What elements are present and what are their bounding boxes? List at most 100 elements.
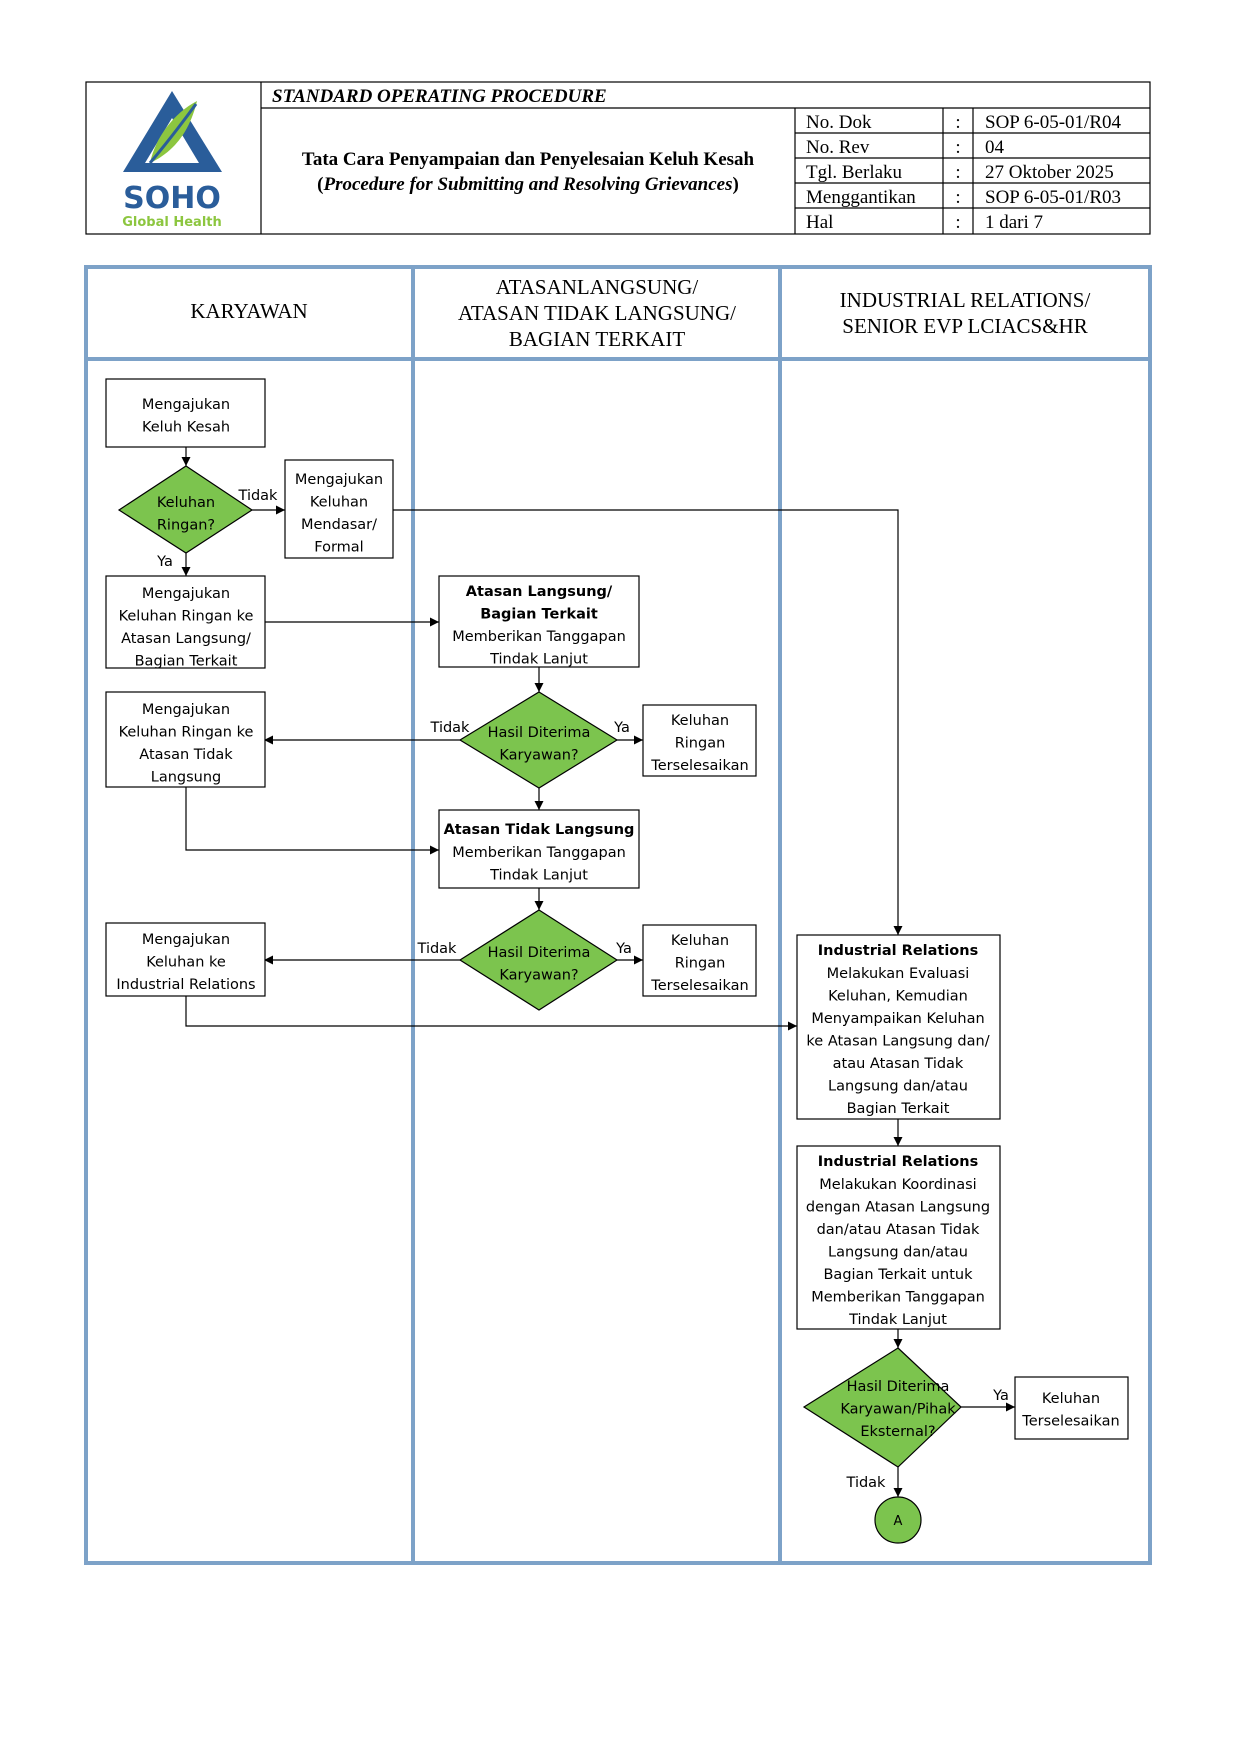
process-indirect-response [438,809,640,889]
node-text-formal: Mengajukan [295,472,383,488]
decision-accepted-2 [458,909,619,1011]
doc-type: STANDARD OPERATING PROCEDURE [272,86,607,107]
node-text-d1: Keluhan [157,495,215,511]
node-text-d1: Ringan? [157,518,215,534]
process-formal-complaint [284,459,394,559]
meta-value: SOP 6-05-01/R04 [985,112,1122,133]
node-text-formal: Mendasar/ [301,517,377,533]
process-direct-response [438,575,640,668]
meta-separator: : [955,112,960,133]
node-text-resolved3: Keluhan [1042,1391,1100,1407]
node-text-d4: Eksternal? [860,1424,935,1440]
node-text-indirect-resp: Memberikan Tanggapan [452,845,626,861]
node-text-direct-resp-bold: Atasan Langsung/ [466,584,613,600]
node-text-indirect-resp-bold: Atasan Tidak Langsung [444,822,635,838]
lane-header-lane3: SENIOR EVP LCIACS&HR [842,314,1087,338]
edge-label-tidak: Tidak [846,1475,887,1491]
node-text-indirect-resp: Tindak Lanjut [489,868,588,884]
flow-shapes [105,378,1129,1544]
node-text-d4: Hasil Diterima [847,1379,950,1395]
node-text-start: Keluh Kesah [142,420,230,436]
lane-header-lane3: INDUSTRIAL RELATIONS/ [840,288,1091,312]
terminal-resolved-3 [1014,1376,1129,1440]
node-text-direct-resp-bold: Bagian Terkait [480,607,598,623]
meta-separator: : [955,212,960,233]
node-text-d4: Karyawan/Pihak [840,1402,956,1418]
node-text-formal: Formal [314,540,363,556]
node-text-submit-indirect: Langsung [151,770,222,786]
meta-separator: : [955,162,960,183]
meta-value: 27 Oktober 2025 [985,162,1114,183]
meta-label: Menggantikan [806,187,916,208]
terminal-resolved-1 [642,704,757,777]
lane-header-lane2: ATASANLANGSUNG/ [496,275,699,299]
node-text-submit-ir: Keluhan ke [146,955,226,971]
company-logo: SOHO Global Health [122,91,222,230]
edge-label-ya: Ya [613,720,630,736]
node-text-ir-eval: Keluhan, Kemudian [828,989,968,1005]
lane-header-lane1: KARYAWAN [190,299,307,323]
swimlane-frame [84,265,1152,1565]
process-submit-ir [105,922,266,997]
node-text-ir-coord: Bagian Terkait untuk [823,1267,973,1283]
node-text-ir-coord: Langsung dan/atau [828,1245,968,1261]
node-text-submit-direct: Atasan Langsung/ [121,631,251,647]
edge-label-ya: Ya [615,941,632,957]
node-text-resolved2: Ringan [675,956,726,972]
node-text-ir-eval: ke Atasan Langsung dan/ [806,1034,989,1050]
document-header: SOHO Global Health STANDARD OPERATING PR… [85,81,1151,235]
node-text-submit-indirect: Keluhan Ringan ke [119,725,254,741]
node-text-formal: Keluhan [310,495,368,511]
node-text-submit-ir: Industrial Relations [116,977,255,993]
node-text-resolved1: Terselesaikan [650,758,748,774]
decision-accepted-3 [802,1347,962,1468]
node-text-d2: Karyawan? [499,748,578,764]
decision-accepted-1 [458,691,619,789]
node-text-submit-indirect: Atasan Tidak [139,747,233,763]
node-text-resolved3: Terselesaikan [1021,1414,1119,1430]
node-text-submit-indirect: Mengajukan [142,702,230,718]
node-text-ir-coord: Melakukan Koordinasi [819,1177,976,1193]
decision-minor-complaint [117,465,254,554]
node-text-submit-direct: Keluhan Ringan ke [119,609,254,625]
process-submit-grievance [105,378,266,448]
terminal-resolved-2 [642,924,757,997]
meta-label: No. Dok [806,112,872,133]
meta-value: 1 dari 7 [985,212,1043,233]
node-text-resolved1: Keluhan [671,713,729,729]
node-text-ir-coord: dan/atau Atasan Tidak [817,1222,980,1238]
flow-connectors [181,447,1015,1497]
edge-label-tidak: Tidak [430,720,471,736]
node-text-ir-eval: atau Atasan Tidak [833,1056,964,1072]
node-text-ir-eval: Bagian Terkait [847,1101,950,1117]
connector-a-label: A [894,1514,903,1529]
node-text-start: Mengajukan [142,397,230,413]
meta-label: No. Rev [806,137,870,158]
edge-label-tidak: Tidak [238,488,279,504]
node-text-resolved1: Ringan [675,736,726,752]
meta-value: 04 [985,137,1005,158]
company-name: SOHO [123,181,221,216]
lane-header-lane2: ATASAN TIDAK LANGSUNG/ [458,301,736,325]
node-text-d3: Hasil Diterima [488,945,591,961]
node-text-ir-coord: Memberikan Tanggapan [811,1290,985,1306]
meta-value: SOP 6-05-01/R03 [985,187,1121,208]
meta-label: Tgl. Berlaku [806,162,903,183]
node-text-ir-coord: dengan Atasan Langsung [806,1200,990,1216]
doc-subtitle: (Procedure for Submitting and Resolving … [317,174,739,195]
node-text-ir-eval: Melakukan Evaluasi [827,966,970,982]
lane-header-lane2: BAGIAN TERKAIT [509,327,686,351]
node-text-ir-coord: Tindak Lanjut [848,1312,947,1328]
process-submit-direct [105,575,266,669]
edge-label-ya: Ya [156,554,173,570]
node-text-submit-direct: Bagian Terkait [135,654,238,670]
edge-label-tidak: Tidak [417,941,458,957]
node-text-d2: Hasil Diterima [488,725,591,741]
node-text-direct-resp: Memberikan Tanggapan [452,629,626,645]
node-text-ir-eval: Langsung dan/atau [828,1079,968,1095]
process-submit-indirect [105,691,266,788]
node-text-resolved2: Terselesaikan [650,978,748,994]
node-text-direct-resp: Tindak Lanjut [489,652,588,668]
edge-label-ya: Ya [992,1388,1009,1404]
